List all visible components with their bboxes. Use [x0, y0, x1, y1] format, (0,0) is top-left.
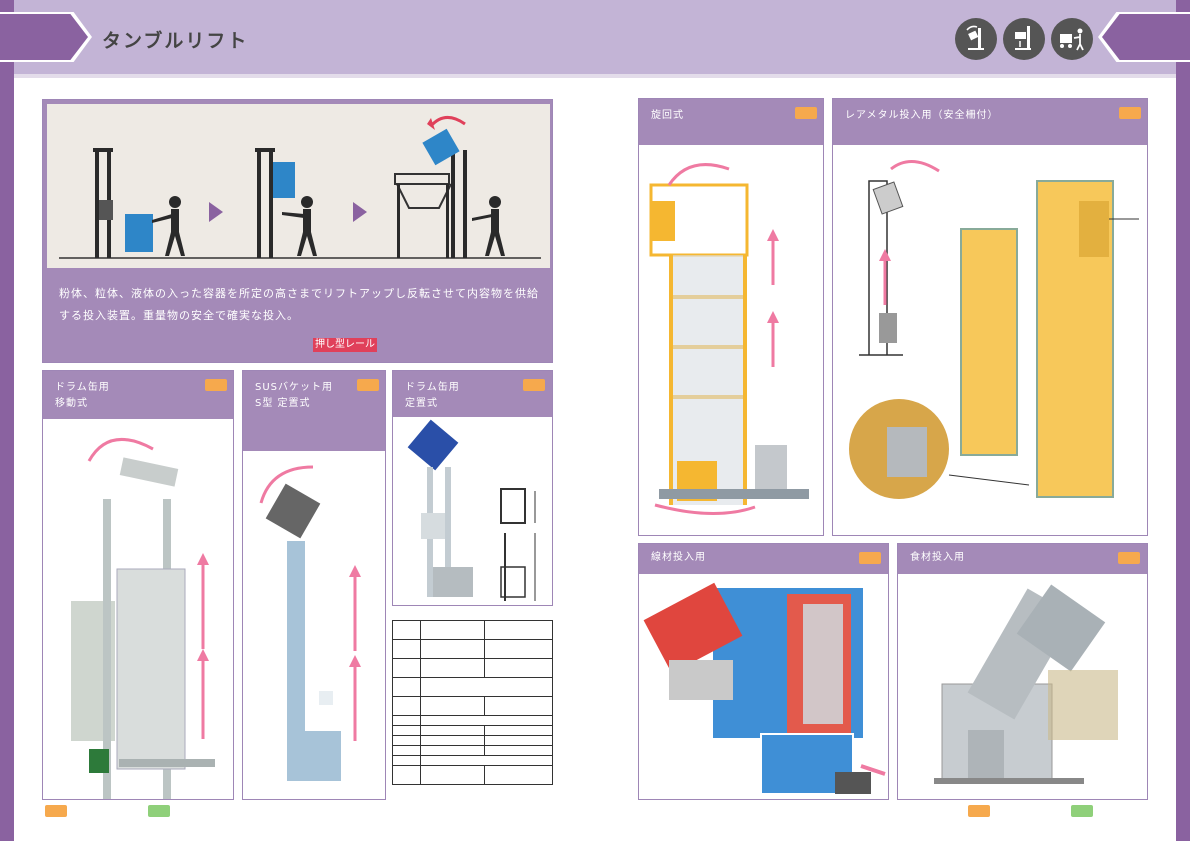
- right-frame: [1176, 0, 1190, 841]
- panel-title-line2: S型 定置式: [255, 398, 311, 409]
- rare-metal-photo: [849, 160, 1139, 499]
- panel-title-line1: SUSバケット用: [255, 382, 334, 393]
- category-chip: [205, 379, 227, 391]
- panel-title: 線材投入用: [651, 552, 706, 563]
- legend-chip-orange: [968, 805, 990, 817]
- category-chip: [1119, 107, 1141, 119]
- wire-panel: 線材投入用: [638, 543, 889, 800]
- category-chip: [1118, 552, 1140, 564]
- legend-chip-green: [148, 805, 170, 817]
- panel-header: 旋回式: [639, 99, 823, 145]
- panel-title-line1: ドラム缶用: [405, 382, 460, 393]
- panel-header: レアメタル投入用（安全柵付）: [833, 99, 1147, 145]
- category-chip: [859, 552, 881, 564]
- panel-header: 食材投入用: [898, 544, 1147, 574]
- left-tab: [0, 14, 88, 60]
- rotary-photo: [649, 163, 809, 516]
- panel-title-line2: 定置式: [405, 398, 438, 409]
- header-divider: [14, 74, 1176, 78]
- tumble-lift-icon: [955, 18, 997, 60]
- drum-fixed-photo: [407, 419, 536, 601]
- intro-panel: 粉体、粒体、液体の入った容器を所定の高さまでリフトアップし反転させて内容物を供給…: [42, 99, 553, 363]
- wire-photo: [643, 582, 886, 795]
- panel-header: ドラム缶用 移動式: [43, 371, 233, 419]
- intro-note: 押し型レール: [313, 338, 377, 352]
- sus-bucket-photo: [259, 465, 361, 781]
- rare-metal-panel: レアメタル投入用（安全柵付）: [832, 98, 1148, 536]
- panel-header: SUSバケット用 S型 定置式: [243, 371, 385, 451]
- intro-description: 粉体、粒体、液体の入った容器を所定の高さまでリフトアップし反転させて内容物を供給…: [59, 287, 539, 322]
- operator-cart-icon: [1051, 18, 1093, 60]
- food-panel: 食材投入用: [897, 543, 1148, 800]
- rotary-panel: 旋回式: [638, 98, 824, 536]
- food-photo: [934, 584, 1118, 784]
- legend-chip-green: [1071, 805, 1093, 817]
- left-frame: [0, 0, 14, 841]
- panel-title: 旋回式: [651, 110, 684, 121]
- panel-header: ドラム缶用 定置式: [393, 371, 552, 417]
- drum-mobile-photo: [71, 437, 215, 799]
- sus-bucket-panel: SUSバケット用 S型 定置式: [242, 370, 386, 800]
- panel-header: 線材投入用: [639, 544, 888, 574]
- category-chip: [795, 107, 817, 119]
- category-chip: [523, 379, 545, 391]
- process-illustration: [47, 104, 550, 268]
- lift-up-icon: [1003, 18, 1045, 60]
- panel-title: レアメタル投入用（安全柵付）: [845, 110, 999, 121]
- panel-title: 食材投入用: [910, 552, 965, 563]
- legend-chip-orange: [45, 805, 67, 817]
- category-chip: [357, 379, 379, 391]
- panel-title-line2: 移動式: [55, 398, 88, 409]
- drum-mobile-panel: ドラム缶用 移動式: [42, 370, 234, 800]
- panel-title-line1: ドラム缶用: [55, 382, 110, 393]
- spec-table: [392, 620, 553, 785]
- right-tab: [1102, 14, 1190, 60]
- drum-fixed-panel: ドラム缶用 定置式: [392, 370, 553, 606]
- page-title: タンブルリフト: [102, 30, 249, 52]
